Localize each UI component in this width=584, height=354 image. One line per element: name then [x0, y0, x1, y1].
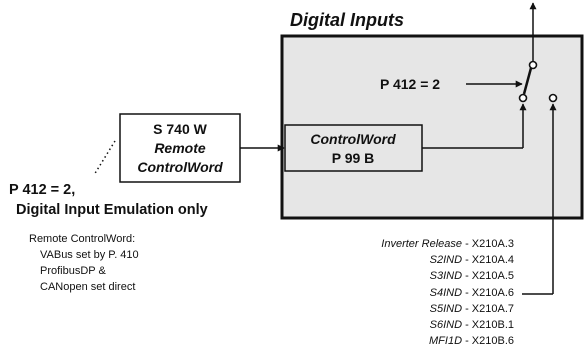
input-item: S4IND - X210A.6: [430, 287, 514, 299]
dotted-leader-line: [93, 140, 116, 176]
input-terminal: X210B.1: [472, 319, 514, 331]
input-separator: -: [462, 303, 472, 315]
condition-line2: Digital Input Emulation only: [16, 202, 208, 218]
controlword-box-line2: P 99 B: [332, 150, 375, 166]
input-item: MFI1D - X210B.6: [429, 335, 514, 347]
input-name: S5IND: [430, 303, 462, 315]
s740-box: [119, 113, 241, 183]
switch-contact-controlword: [518, 93, 528, 103]
switch-contact-terminals: [548, 93, 558, 103]
input-separator: -: [462, 319, 472, 331]
input-item: S5IND - X210A.7: [430, 303, 514, 315]
s740-box-line3: ControlWord: [137, 159, 223, 175]
diagram-title: Digital Inputs: [290, 10, 404, 30]
input-terminal: X210A.7: [472, 303, 514, 315]
input-separator: -: [462, 335, 472, 347]
remote-note-line1: Remote ControlWord:: [29, 233, 135, 245]
input-name: S4IND: [430, 287, 462, 299]
input-list: Inverter Release - X210A.3 S2IND - X210A…: [381, 238, 514, 347]
input-separator: -: [462, 254, 472, 266]
input-separator: -: [462, 238, 472, 250]
input-item: S3IND - X210A.5: [430, 270, 514, 282]
input-terminal: X210B.6: [472, 335, 514, 347]
switch-lever: [522, 67, 533, 95]
input-name: S2IND: [430, 254, 462, 266]
input-terminal: X210A.5: [472, 270, 514, 282]
remote-note-line2: VABus set by P. 410: [40, 249, 139, 261]
input-separator: -: [462, 270, 472, 282]
condition-line1: P 412 = 2,: [9, 182, 75, 198]
input-terminal: X210A.6: [472, 287, 514, 299]
controlword-box-line1: ControlWord: [310, 131, 396, 147]
input-separator: -: [462, 287, 472, 299]
input-terminal: X210A.3: [472, 238, 514, 250]
input-name: S6IND: [430, 319, 462, 331]
s740-box-line2: Remote: [154, 140, 206, 156]
input-name: S3IND: [430, 270, 462, 282]
remote-note-line4: CANopen set direct: [40, 281, 135, 293]
input-name: MFI1D: [429, 335, 462, 347]
input-terminal: X210A.4: [472, 254, 514, 266]
remote-note-line3: ProfibusDP &: [40, 265, 106, 277]
s740-box-line1: S 740 W: [153, 121, 207, 137]
switch-condition-label: P 412 = 2: [380, 76, 440, 92]
switch-common-contact: [528, 60, 538, 70]
input-name: Inverter Release: [381, 238, 462, 250]
input-item: S2IND - X210A.4: [430, 254, 514, 266]
input-item: Inverter Release - X210A.3: [381, 238, 514, 250]
controlword-box: [284, 124, 423, 172]
input-item: S6IND - X210B.1: [430, 319, 514, 331]
